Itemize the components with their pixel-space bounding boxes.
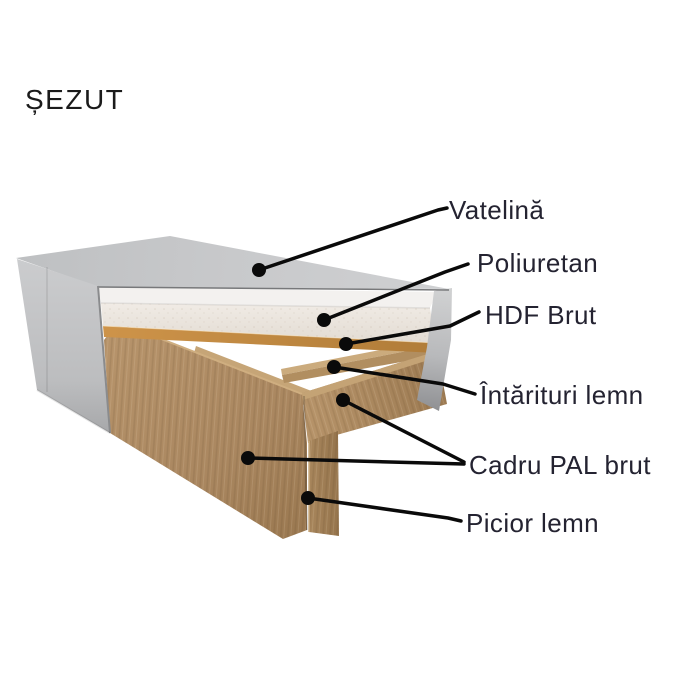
label-cadru-pal-brut: Cadru PAL brut: [469, 450, 651, 480]
label-vatelina: Vatelină: [449, 195, 545, 225]
leader-line-picior: [306, 496, 463, 523]
leg-right-face: [308, 431, 339, 536]
leader-line-intarituri: [332, 365, 477, 396]
fabric-left-face: [17, 259, 111, 434]
fabric-top-face: [16, 236, 450, 291]
leader-line-cadru-upper: [341, 398, 466, 464]
frame-left-panel: [104, 321, 308, 539]
leader-dot-cadru-lower: [241, 451, 255, 465]
leader-dot-poliuretan: [317, 313, 331, 327]
leader-line-poliuretan: [322, 262, 470, 322]
leader-dot-vatelina: [252, 263, 266, 277]
label-intarituri-lemn: Întărituri lemn: [480, 380, 644, 410]
leader-dot-picior: [301, 491, 315, 505]
leader-line-vatelina: [257, 206, 449, 272]
label-picior-lemn: Picior lemn: [466, 508, 599, 538]
leader-dot-hdf: [339, 337, 353, 351]
leader-line-hdf: [344, 310, 481, 346]
label-poliuretan: Poliuretan: [477, 248, 599, 278]
hdf-board-edge: [102, 325, 437, 353]
foam-layer: [98, 287, 437, 343]
leader-dot-cadru-upper: [336, 393, 350, 407]
leader-line-cadru-lower: [246, 456, 466, 466]
label-hdf-brut: HDF Brut: [485, 300, 597, 330]
leader-dot-intarituri: [327, 360, 341, 374]
frame-right-rail: [302, 351, 447, 443]
page-title: ȘEZUT: [25, 84, 125, 115]
